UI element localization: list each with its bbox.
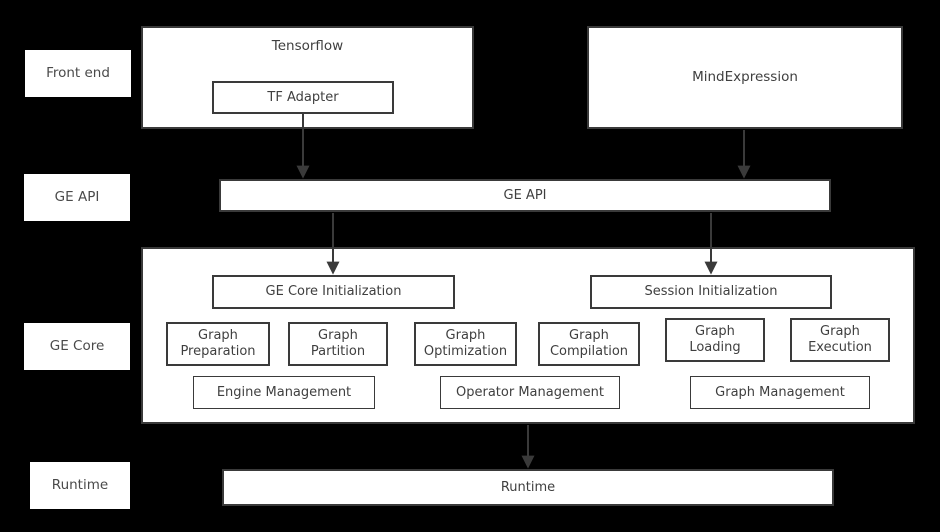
mindexpression-container[interactable]: MindExpression [587, 26, 903, 129]
layer-label-ge-api: GE API [24, 174, 130, 221]
layer-label-front-end: Front end [25, 50, 131, 97]
session-initialization-box[interactable]: Session Initialization [590, 275, 832, 309]
layer-label-runtime: Runtime [30, 462, 130, 509]
tf-adapter-box[interactable]: TF Adapter [212, 81, 394, 114]
module-graph-execution[interactable]: Graph Execution [790, 318, 890, 362]
manager-operator-management[interactable]: Operator Management [440, 376, 620, 409]
module-graph-preparation[interactable]: Graph Preparation [166, 322, 270, 366]
tensorflow-label: Tensorflow [271, 38, 344, 54]
module-graph-compilation[interactable]: Graph Compilation [538, 322, 640, 366]
layer-label-ge-core: GE Core [24, 323, 130, 370]
module-graph-optimization[interactable]: Graph Optimization [414, 322, 517, 366]
module-graph-partition[interactable]: Graph Partition [288, 322, 388, 366]
ge-core-initialization-box[interactable]: GE Core Initialization [212, 275, 455, 309]
mindexpression-label: MindExpression [692, 69, 798, 86]
runtime-bar[interactable]: Runtime [222, 469, 834, 506]
ge-api-bar[interactable]: GE API [219, 179, 831, 212]
manager-graph-management[interactable]: Graph Management [690, 376, 870, 409]
manager-engine-management[interactable]: Engine Management [193, 376, 375, 409]
module-graph-loading[interactable]: Graph Loading [665, 318, 765, 362]
